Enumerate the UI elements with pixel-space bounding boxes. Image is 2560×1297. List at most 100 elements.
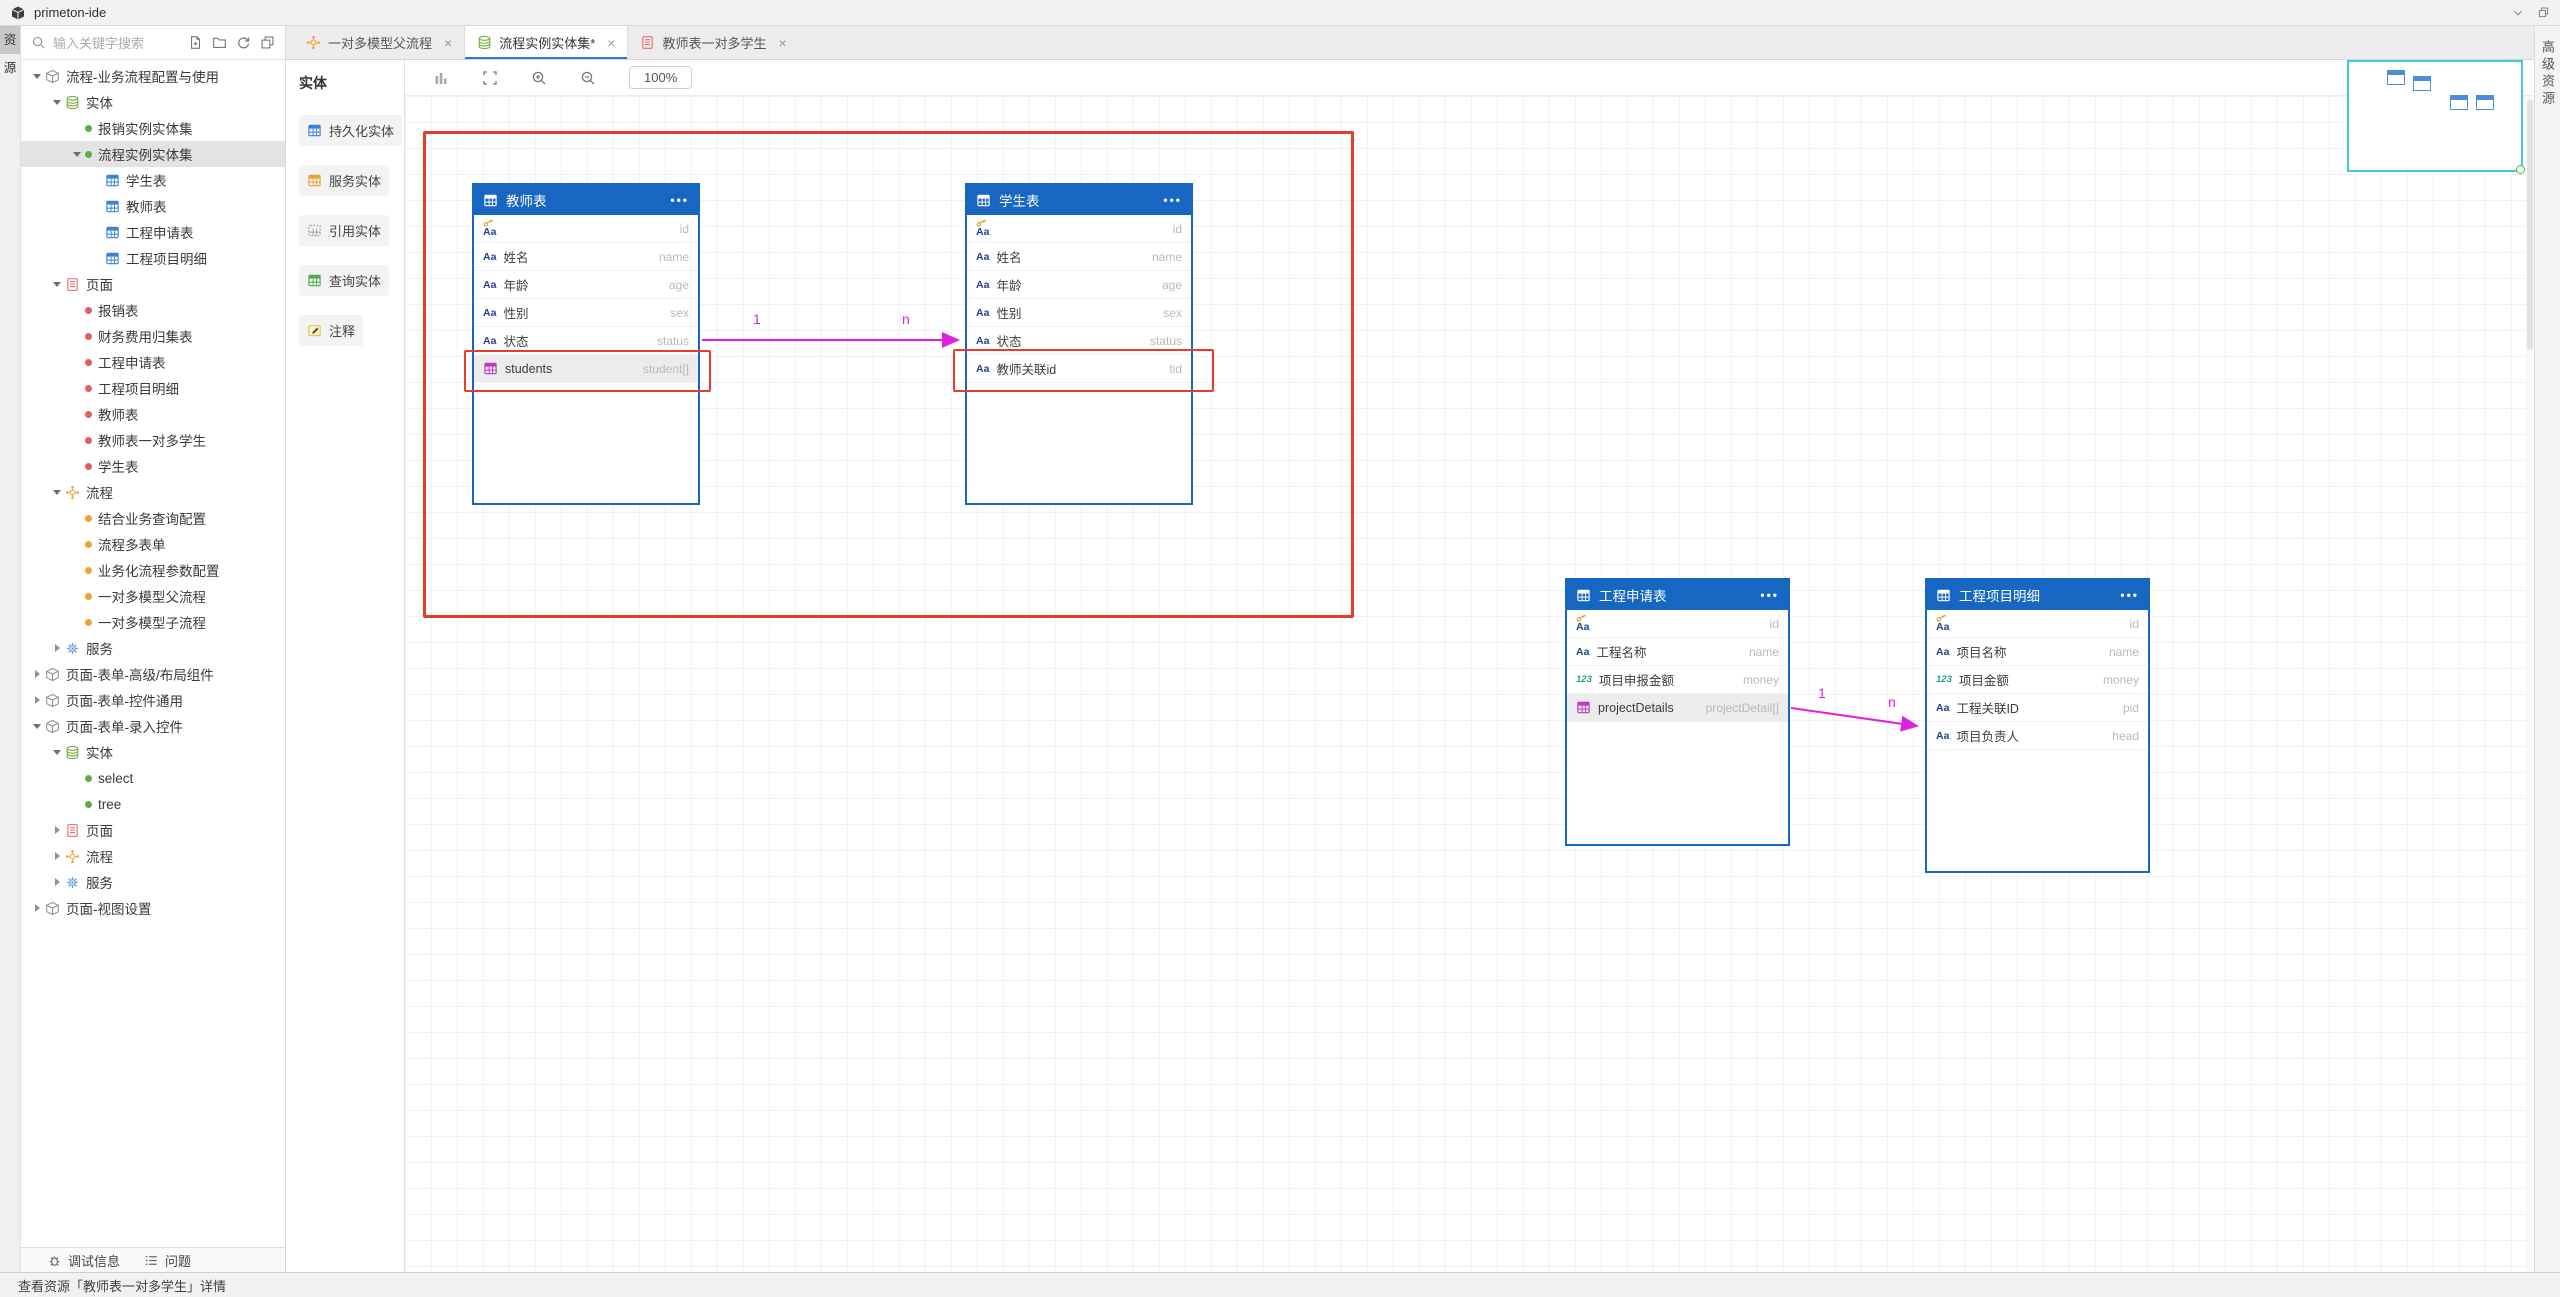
tree-item[interactable]: 流程 — [21, 479, 285, 505]
tree-expand-open-icon[interactable] — [49, 749, 65, 755]
tree-expand-closed-icon[interactable] — [29, 670, 45, 678]
zoom-level-indicator[interactable]: 100% — [629, 66, 693, 89]
entity-table-header[interactable]: 学生表••• — [967, 185, 1191, 215]
tree-item[interactable]: 实体 — [21, 89, 285, 115]
win-chevron-icon[interactable] — [2511, 6, 2525, 20]
tree-item[interactable]: 教师表 — [21, 193, 285, 219]
editor-tab[interactable]: 教师表一对多学生× — [628, 26, 798, 59]
tree-item[interactable]: 页面-表单-控件通用 — [21, 687, 285, 713]
tree-item[interactable]: 流程实例实体集 — [21, 141, 285, 167]
tree-expand-open-icon[interactable] — [49, 99, 65, 105]
tree-expand-closed-icon[interactable] — [49, 878, 65, 886]
tree-expand-closed-icon[interactable] — [29, 904, 45, 912]
tree-expand-closed-icon[interactable] — [29, 696, 45, 704]
minimap[interactable] — [2347, 60, 2525, 174]
tree-expand-open-icon[interactable] — [49, 489, 65, 495]
tree-item[interactable]: tree — [21, 791, 285, 817]
chart-bars-icon[interactable] — [433, 70, 449, 86]
tree-item[interactable]: 流程-业务流程配置与使用 — [21, 63, 285, 89]
advanced-resources-panel-toggle[interactable]: 高级资源 — [2540, 40, 2555, 108]
tree-item[interactable]: 流程 — [21, 843, 285, 869]
entity-table-header[interactable]: 工程项目明细••• — [1927, 580, 2148, 610]
resources-panel-toggle-2[interactable]: 源 — [3, 61, 17, 75]
scrollbar-thumb[interactable] — [2527, 100, 2533, 350]
zoom-in-icon[interactable] — [531, 70, 547, 86]
diagram-canvas[interactable]: 100% — [405, 60, 2534, 1272]
tree-item[interactable]: 页面 — [21, 817, 285, 843]
search-input[interactable]: 输入关键字搜索 — [31, 33, 179, 52]
palette-item[interactable]: 服务实体 — [299, 165, 390, 196]
palette-item[interactable]: 查询实体 — [299, 265, 390, 296]
tree-item[interactable]: select — [21, 765, 285, 791]
tree-item[interactable]: 流程多表单 — [21, 531, 285, 557]
tree-item[interactable]: 学生表 — [21, 453, 285, 479]
tree-item[interactable]: 报销表 — [21, 297, 285, 323]
palette-item[interactable]: 注释 — [299, 315, 364, 346]
tree-item[interactable]: 服务 — [21, 869, 285, 895]
fit-screen-icon[interactable] — [482, 70, 498, 86]
tree-expand-open-icon[interactable] — [29, 73, 45, 79]
tab-close-icon[interactable]: × — [607, 34, 616, 51]
canvas-grid[interactable] — [405, 96, 2534, 1272]
entity-table-header[interactable]: 教师表••• — [474, 185, 698, 215]
tree-item[interactable]: 工程项目明细 — [21, 245, 285, 271]
tree-expand-open-icon[interactable] — [69, 151, 85, 157]
tree-item[interactable]: 报销实例实体集 — [21, 115, 285, 141]
tree-item[interactable]: 教师表 — [21, 401, 285, 427]
tree-item[interactable]: 工程项目明细 — [21, 375, 285, 401]
entity-table-header[interactable]: 工程申请表••• — [1567, 580, 1788, 610]
tree-item[interactable]: 页面-表单-高级/布局组件 — [21, 661, 285, 687]
palette-item[interactable]: 引用实体 — [299, 215, 390, 246]
tree-item[interactable]: 一对多模型父流程 — [21, 583, 285, 609]
resources-panel-toggle[interactable]: 资 — [0, 26, 20, 54]
tree-expand-closed-icon[interactable] — [49, 644, 65, 652]
tree-item[interactable]: 工程申请表 — [21, 349, 285, 375]
tree-item[interactable]: 工程申请表 — [21, 219, 285, 245]
new-file-button[interactable] — [185, 33, 205, 53]
folder-button[interactable] — [209, 33, 229, 53]
tree-item[interactable]: 页面-表单-录入控件 — [21, 713, 285, 739]
tab-close-icon[interactable]: × — [778, 34, 787, 51]
tree-item[interactable]: 教师表一对多学生 — [21, 427, 285, 453]
debug-panel-button[interactable]: 调试信息 — [47, 1251, 120, 1270]
entity-menu-button[interactable]: ••• — [2120, 588, 2139, 602]
tree-item[interactable]: 财务费用归集表 — [21, 323, 285, 349]
tree-item[interactable]: 服务 — [21, 635, 285, 661]
zoom-out-icon[interactable] — [580, 70, 596, 86]
entity-menu-button[interactable]: ••• — [1163, 193, 1182, 207]
tree-item[interactable]: 业务化流程参数配置 — [21, 557, 285, 583]
tree-expand-closed-icon[interactable] — [49, 826, 65, 834]
tree-item[interactable]: 学生表 — [21, 167, 285, 193]
tree-item[interactable]: 实体 — [21, 739, 285, 765]
entity-menu-button[interactable]: ••• — [1760, 588, 1779, 602]
tab-close-icon[interactable]: × — [444, 34, 453, 51]
editor-tab[interactable]: 一对多模型父流程× — [294, 26, 464, 59]
win-restore-icon[interactable] — [2537, 6, 2550, 19]
editor-tab[interactable]: 流程实例实体集*× — [464, 26, 629, 59]
tree-item[interactable]: 一对多模型子流程 — [21, 609, 285, 635]
tree-item[interactable]: 页面 — [21, 271, 285, 297]
minimap-resize-handle[interactable] — [2516, 165, 2525, 174]
